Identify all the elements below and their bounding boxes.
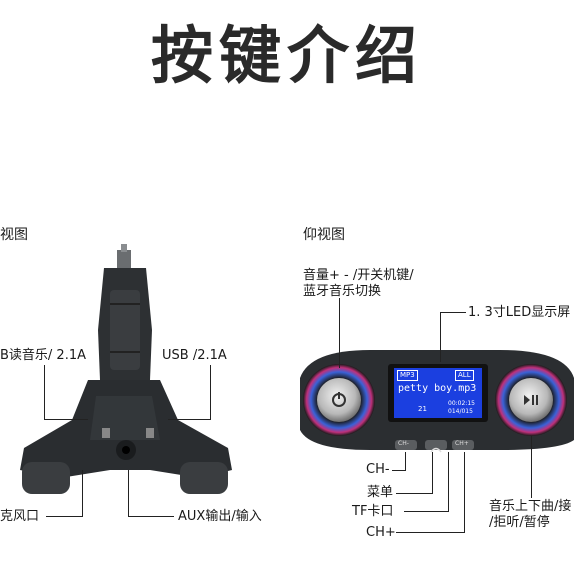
bottom-view-heading: 仰视图 <box>303 227 345 243</box>
label-ch-minus: CH- <box>366 462 390 477</box>
display-counter: 014/015 <box>448 408 473 415</box>
callout-line-usb-right <box>210 365 211 420</box>
menu-button[interactable] <box>430 438 442 453</box>
callout-line-ch-plus <box>464 452 465 532</box>
label-ch-plus: CH+ <box>366 525 396 540</box>
display-all-tag: ALL <box>455 370 474 381</box>
callout-line-volume <box>339 298 340 368</box>
display-mp3-tag: MP3 <box>397 370 418 381</box>
label-volume-power: 音量+ - /开关机键/ <box>303 268 414 283</box>
display-filename: petty boy.mp3 <box>398 383 477 394</box>
callout-line-ch-minus <box>405 452 406 470</box>
side-view-heading: 视图 <box>0 227 28 243</box>
callout-line-screen <box>440 312 441 362</box>
ch-plus-button[interactable]: CH+ <box>455 440 469 447</box>
label-usb-music: B读音乐/ 2.1A <box>0 348 86 363</box>
callout-line-menu <box>432 452 433 493</box>
label-tf-card: TF卡口 <box>352 504 394 519</box>
label-usb-2a: USB /2.1A <box>162 348 227 363</box>
page-title: 按键介绍 <box>150 19 423 92</box>
label-aux-port: AUX输出/输入 <box>178 509 262 524</box>
callout-line-screen-h <box>440 312 466 313</box>
callout-line-menu-h <box>396 493 433 494</box>
label-reject-pause: /拒听/暂停 <box>489 515 550 530</box>
callout-line-mic-h <box>46 516 83 517</box>
display-time: 00:02:15 <box>448 400 475 407</box>
callout-line-aux <box>128 470 129 516</box>
label-led-screen: 1. 3寸LED显示屏 <box>468 305 571 320</box>
callout-line-tf <box>448 452 449 511</box>
callout-line-usb-left-h <box>44 419 88 420</box>
label-mic-port: 克风口 <box>0 509 40 524</box>
callout-line-usb-left <box>44 365 45 420</box>
label-bt-music-switch: 蓝牙音乐切换 <box>303 284 382 299</box>
callout-line-track <box>531 436 532 498</box>
callout-line-tf-h <box>404 511 449 512</box>
display-track-no: 21 <box>418 405 427 413</box>
callout-line-aux-h <box>128 516 174 517</box>
callout-line-ch-plus-h <box>396 532 465 533</box>
callout-line-ch-minus-h <box>392 470 406 471</box>
callout-line-usb-right-h <box>168 419 211 420</box>
ch-minus-button[interactable]: CH- <box>398 440 409 447</box>
label-track-control: 音乐上下曲/接 <box>489 499 572 514</box>
label-menu: 菜单 <box>367 485 394 500</box>
callout-line-mic <box>82 470 83 516</box>
